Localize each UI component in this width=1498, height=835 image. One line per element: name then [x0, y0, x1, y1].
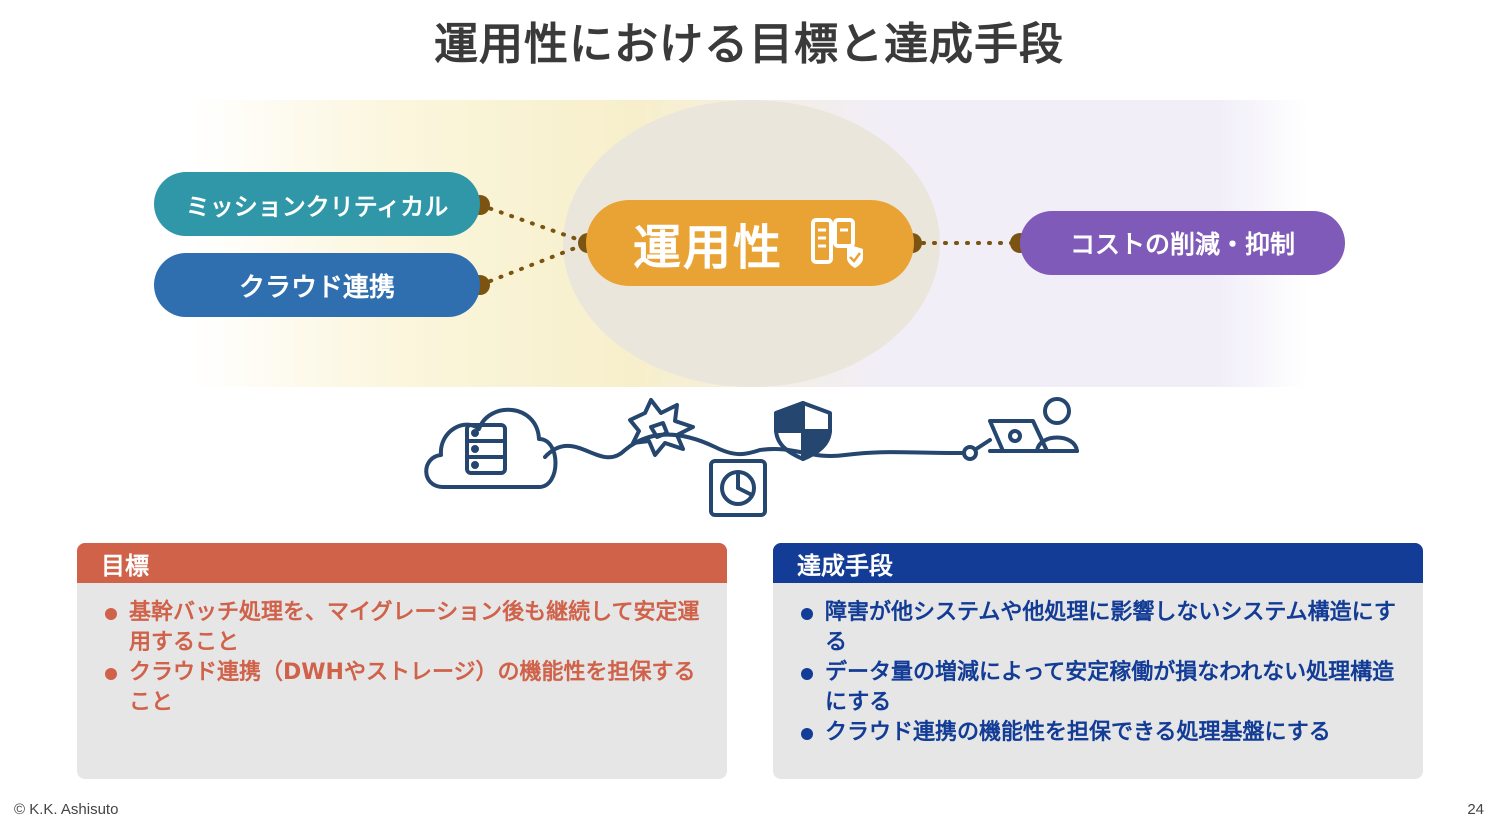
goals-heading: 目標: [77, 543, 727, 583]
mission-critical-pill: ミッションクリティカル: [154, 172, 480, 236]
cost-reduction-pill: コストの削減・抑制: [1020, 211, 1345, 275]
means-list: 障害が他システムや他処理に影響しないシステム構造にする データ量の増減によって安…: [773, 583, 1423, 748]
page-number: 24: [1467, 801, 1484, 818]
cloud-integration-pill: クラウド連携: [154, 253, 480, 317]
document-shield-icon: [809, 216, 867, 270]
page-title: 運用性における目標と達成手段: [434, 19, 1064, 70]
shield-icon: [774, 401, 832, 461]
network-wire: [543, 432, 967, 460]
goal-item: クラウド連携（DWHやストレージ）の機能性を担保すること: [103, 658, 707, 718]
system-illustration: [424, 397, 1079, 517]
laptop-user-icon: [988, 397, 1079, 453]
pie-chart-icon: [709, 459, 767, 517]
goal-item: 基幹バッチ処理を、マイグレーション後も継続して安定運用すること: [103, 598, 707, 658]
means-item: データ量の増減によって安定稼働が損なわれない処理構造にする: [799, 658, 1403, 718]
connector-mission: [478, 203, 590, 245]
copyright: © K.K. Ashisuto: [14, 801, 119, 818]
connector-cloud: [478, 241, 590, 287]
means-heading: 達成手段: [773, 543, 1423, 583]
operability-pill: 運用性: [586, 200, 914, 286]
means-item: 障害が他システムや他処理に影響しないシステム構造にする: [799, 598, 1403, 658]
means-card: 達成手段 障害が他システムや他処理に影響しないシステム構造にする データ量の増減…: [773, 543, 1423, 779]
cloud-database-icon: [424, 407, 558, 489]
means-item: クラウド連携の機能性を担保できる処理基盤にする: [799, 718, 1403, 748]
goals-list: 基幹バッチ処理を、マイグレーション後も継続して安定運用すること クラウド連携（D…: [77, 583, 727, 718]
explosion-icon: [628, 398, 695, 457]
goals-card: 目標 基幹バッチ処理を、マイグレーション後も継続して安定運用すること クラウド連…: [77, 543, 727, 779]
operability-label: 運用性: [632, 220, 783, 276]
